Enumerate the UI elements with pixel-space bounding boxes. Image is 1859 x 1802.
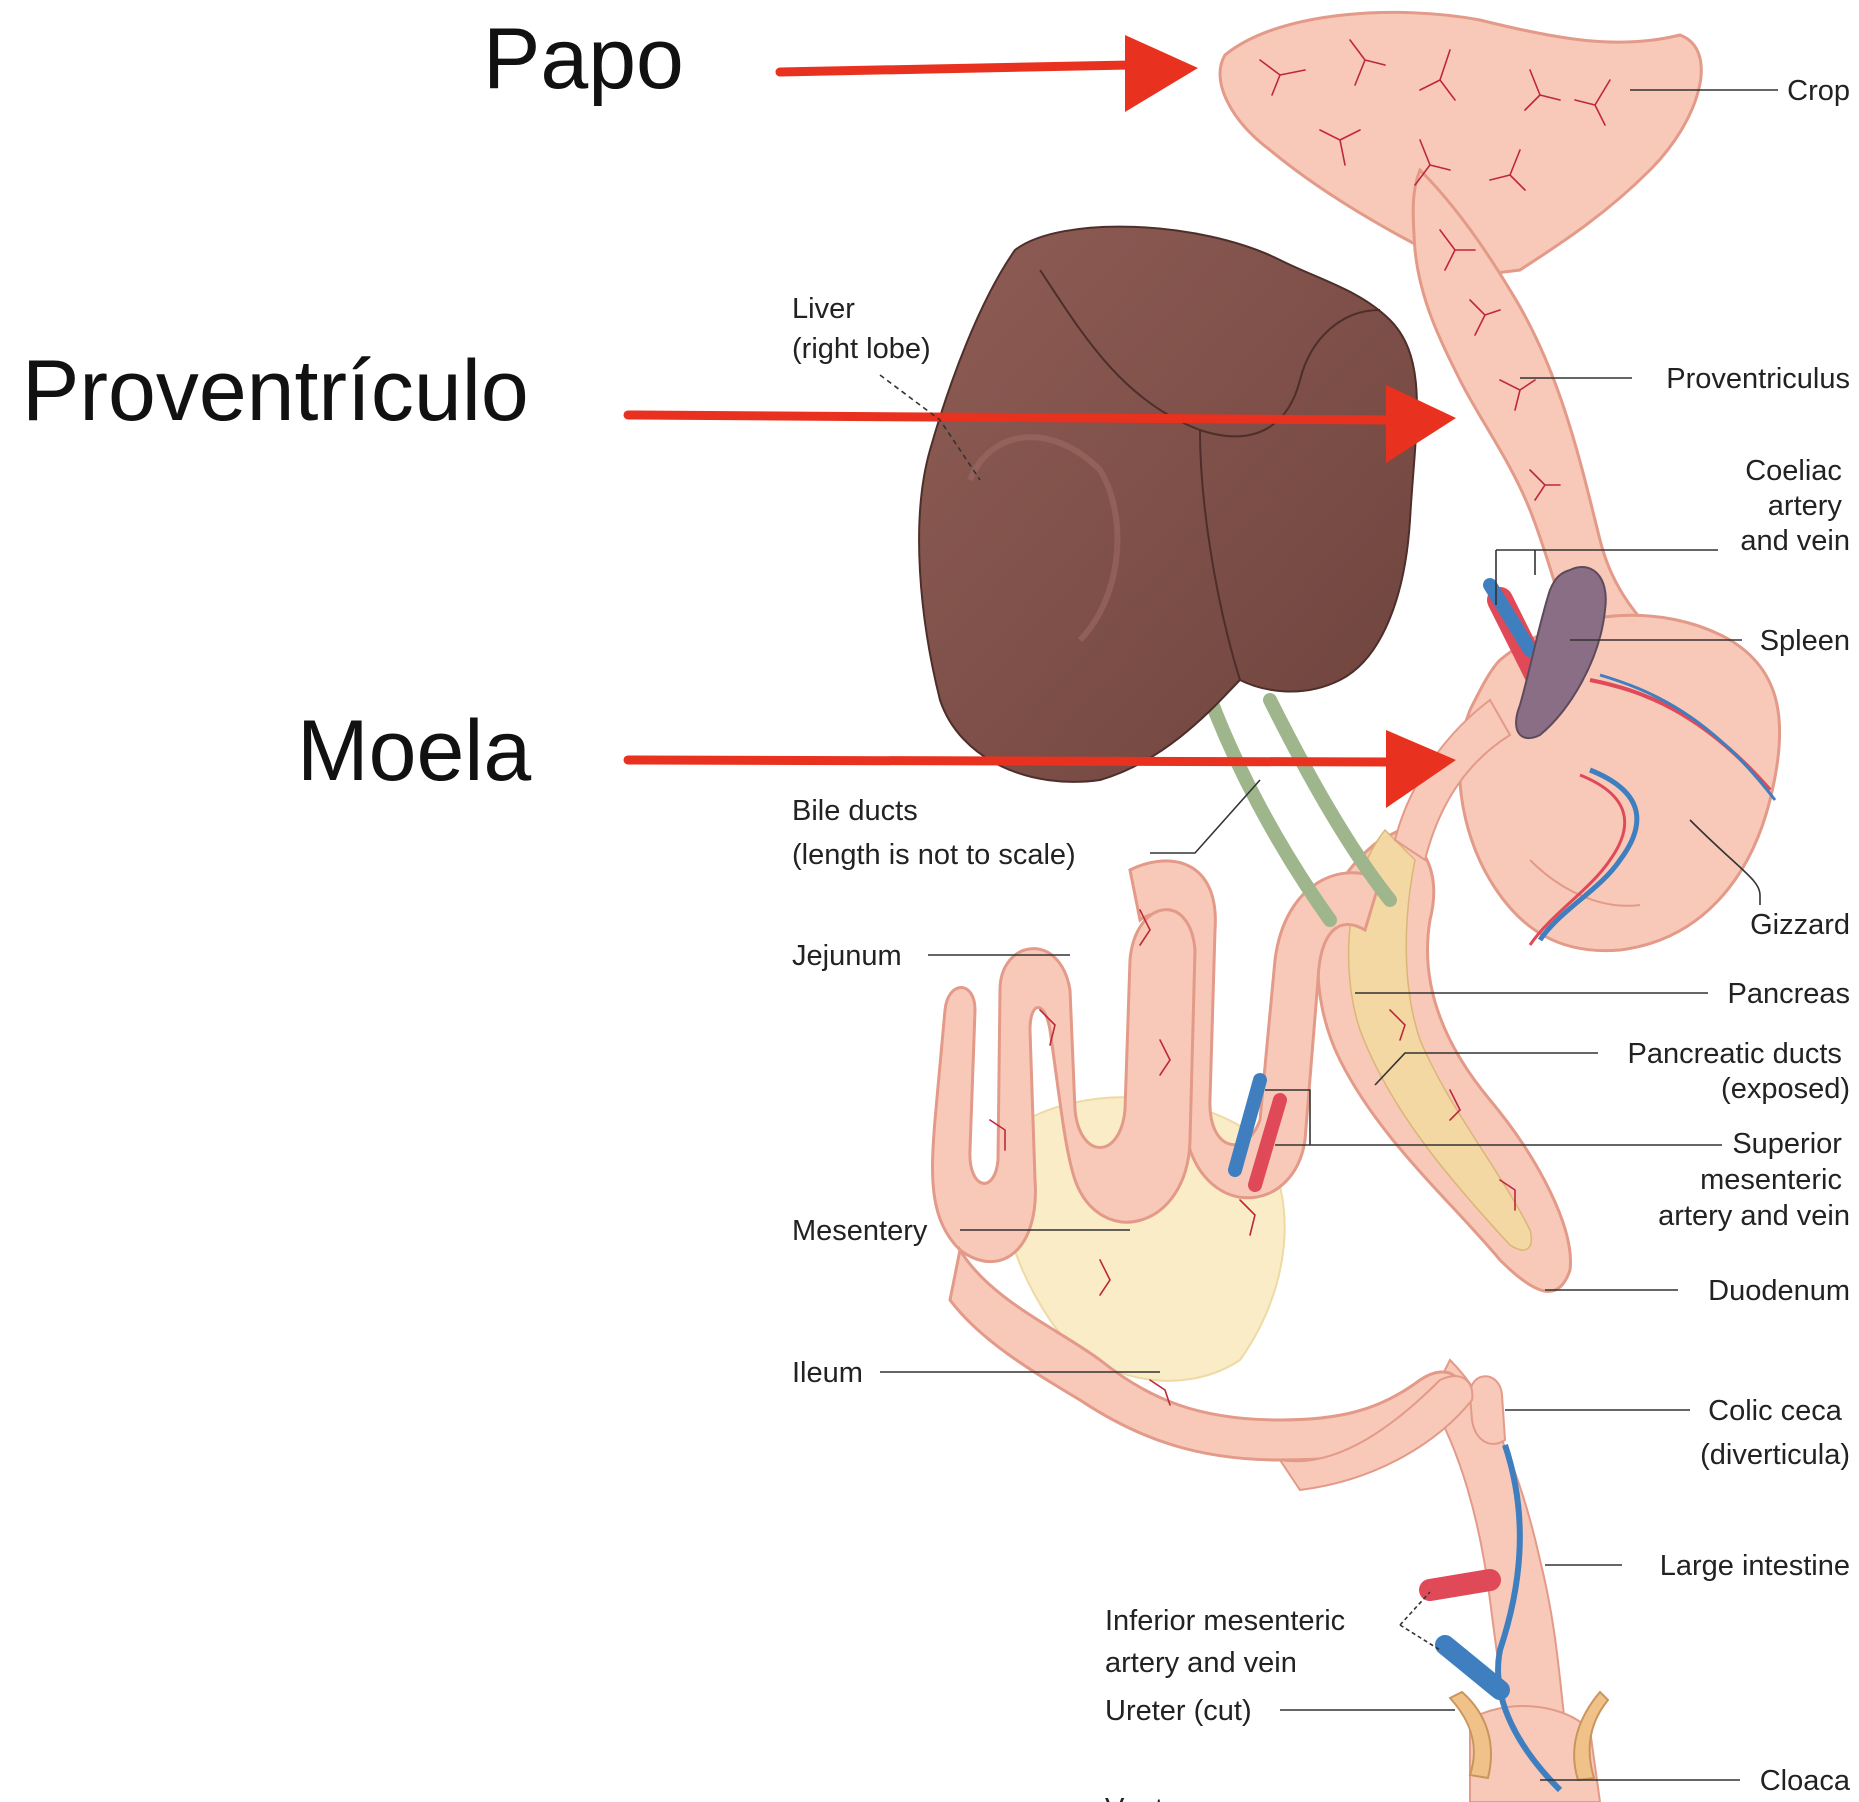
- bile-duct-2: [1270, 700, 1390, 900]
- label-cloaca: Cloaca: [1760, 1765, 1851, 1797]
- label-crop: Crop: [1787, 75, 1850, 107]
- inferior-mesenteric-artery: [1430, 1580, 1490, 1590]
- liver-shape: [919, 227, 1417, 782]
- label-jejunum: Jejunum: [792, 940, 902, 972]
- label-duodenum: Duodenum: [1708, 1275, 1850, 1307]
- label-gizzard: Gizzard: [1750, 909, 1850, 941]
- anatomy: [919, 12, 1780, 1802]
- label-mesentery: Mesentery: [792, 1215, 928, 1247]
- bile-duct-1: [1200, 670, 1330, 920]
- annotation-moela: Moela: [297, 703, 531, 799]
- papo-arrow: [780, 35, 1198, 112]
- label-colic-ceca: Colic ceca (diverticula): [1700, 1395, 1850, 1471]
- label-ileum: Ileum: [792, 1357, 863, 1389]
- ureter-right-shape: [1574, 1692, 1608, 1780]
- label-spleen: Spleen: [1760, 625, 1850, 657]
- label-bile-ducts: Bile ducts (length is not to scale): [792, 795, 1076, 871]
- label-vent: Vent: [1105, 1793, 1163, 1802]
- label-pancreatic-ducts: Pancreatic ducts (exposed): [1628, 1038, 1850, 1105]
- label-liver: Liver (right lobe): [792, 293, 931, 365]
- label-ureter: Ureter (cut): [1105, 1695, 1252, 1727]
- annotation-papo: Papo: [483, 11, 684, 107]
- annotation-proventriculo: Proventrículo: [22, 343, 529, 439]
- inferior-mesenteric-vein: [1445, 1645, 1500, 1690]
- gizzard-shape: [1460, 615, 1780, 950]
- label-inferior-mesenteric: Inferior mesenteric artery and vein: [1105, 1605, 1353, 1679]
- label-superior-mesenteric: Superior mesenteric artery and vein: [1658, 1128, 1850, 1232]
- annotations: Papo Proventrículo Moela: [22, 11, 684, 799]
- label-pancreas: Pancreas: [1727, 978, 1850, 1010]
- label-proventriculus: Proventriculus: [1666, 363, 1850, 395]
- label-large-intestine: Large intestine: [1660, 1550, 1850, 1582]
- label-coeliac: Coeliac artery and vein: [1740, 455, 1850, 557]
